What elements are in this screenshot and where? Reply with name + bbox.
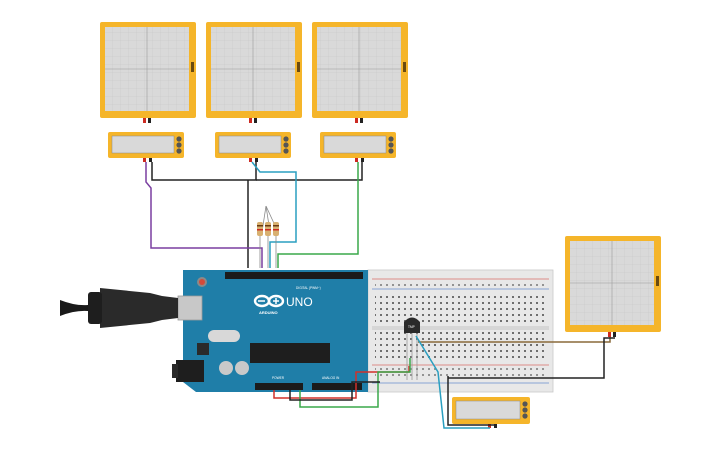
breadboard[interactable] bbox=[367, 269, 554, 393]
usb-cable-icon[interactable] bbox=[60, 288, 203, 328]
wire-green bbox=[277, 162, 359, 268]
digital-header bbox=[225, 272, 363, 279]
analog-header bbox=[312, 383, 362, 390]
digital-label: DIGITAL (PWM~) bbox=[296, 286, 321, 290]
wire-black-top bbox=[151, 162, 257, 181]
wire-black-top-2 bbox=[256, 162, 363, 181]
wire-teal-mm4 bbox=[415, 335, 490, 429]
capacitor-2 bbox=[235, 361, 249, 375]
wire-black-ground bbox=[289, 381, 380, 401]
oscilloscope-terminals[interactable] bbox=[143, 118, 616, 337]
wire-purple bbox=[145, 162, 263, 268]
oscilloscope-4[interactable] bbox=[565, 236, 661, 332]
microcontroller-chip bbox=[250, 343, 330, 363]
wire-red bbox=[273, 366, 410, 399]
board-brand-text: ARDUINO bbox=[259, 310, 278, 315]
multimeter-2[interactable] bbox=[215, 132, 291, 162]
arduino-logo-icon bbox=[253, 294, 285, 308]
board-logo-text: UNO bbox=[286, 295, 313, 309]
multimeter-1[interactable] bbox=[108, 132, 184, 162]
wires[interactable] bbox=[145, 161, 615, 429]
arduino-uno-board[interactable]: UNO ARDUINO DIGITAL (PWM~) POWER ANALOG … bbox=[183, 270, 368, 392]
multimeter-3[interactable] bbox=[320, 132, 396, 162]
oscilloscope-3[interactable] bbox=[312, 22, 408, 118]
sensor-label: TMP bbox=[408, 325, 415, 329]
power-header bbox=[255, 383, 303, 390]
multimeter-4[interactable] bbox=[452, 397, 530, 428]
wire-black-mm4 bbox=[447, 376, 496, 426]
wire-black-osc4 bbox=[448, 337, 615, 379]
resistor-group[interactable] bbox=[257, 205, 279, 236]
wire-green-analog bbox=[299, 358, 411, 408]
analog-label: ANALOG IN bbox=[322, 376, 340, 380]
power-jack-icon[interactable] bbox=[172, 360, 204, 382]
wire-teal bbox=[251, 161, 297, 268]
reset-button-icon[interactable] bbox=[199, 279, 205, 285]
oscilloscope-2[interactable] bbox=[206, 22, 302, 118]
temperature-sensor[interactable]: TMP bbox=[404, 317, 420, 381]
crystal-oscillator bbox=[208, 330, 240, 342]
oscilloscope-1[interactable] bbox=[100, 22, 196, 118]
capacitor-1 bbox=[219, 361, 233, 375]
power-label: POWER bbox=[272, 376, 285, 380]
